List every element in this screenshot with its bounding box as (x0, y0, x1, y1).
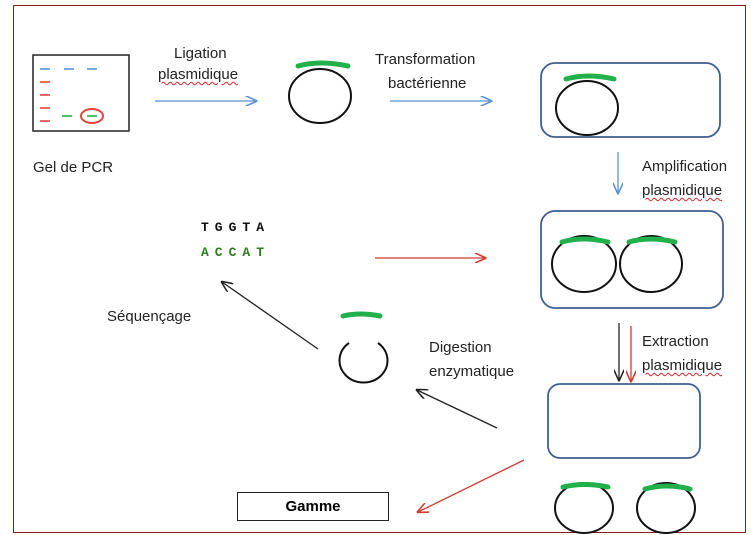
label-amplification-line2: plasmidique (642, 182, 723, 199)
label-ligation-line1: Ligation (174, 45, 227, 62)
sequence-top-strand: TGGTA (201, 220, 271, 235)
label-amplification-line1: Amplification (642, 158, 728, 175)
bacterium-amplified (540, 210, 724, 309)
pcr-gel (32, 54, 130, 132)
bacterium-transformed (540, 62, 721, 138)
plasmid-digested (338, 311, 389, 384)
arrow-sequencage (222, 282, 319, 350)
plasmids-extracted (554, 482, 696, 534)
label-transformation-line2: bactérienne (388, 75, 467, 92)
label-gamme: Gamme (285, 498, 341, 515)
bacterium-extracted (547, 383, 701, 459)
label-extraction-line2: plasmidique (642, 357, 723, 374)
label-digestion-line1: Digestion (429, 339, 492, 356)
arrow-digestion (417, 390, 498, 429)
label-transformation-line1: Transformation (375, 51, 476, 68)
gamme-box: Gamme (237, 492, 389, 521)
label-sequencage: Séquençage (107, 308, 192, 325)
arrow-to-gamme (418, 459, 525, 512)
plasmid-ligated (288, 60, 352, 124)
label-gel: Gel de PCR (33, 159, 114, 176)
label-extraction-line1: Extraction (642, 333, 709, 350)
sequence-bottom-strand: ACCAT (201, 245, 271, 260)
label-digestion-line2: enzymatique (429, 363, 515, 380)
diagram-frame (13, 5, 746, 533)
label-ligation-line2: plasmidique (158, 66, 239, 83)
